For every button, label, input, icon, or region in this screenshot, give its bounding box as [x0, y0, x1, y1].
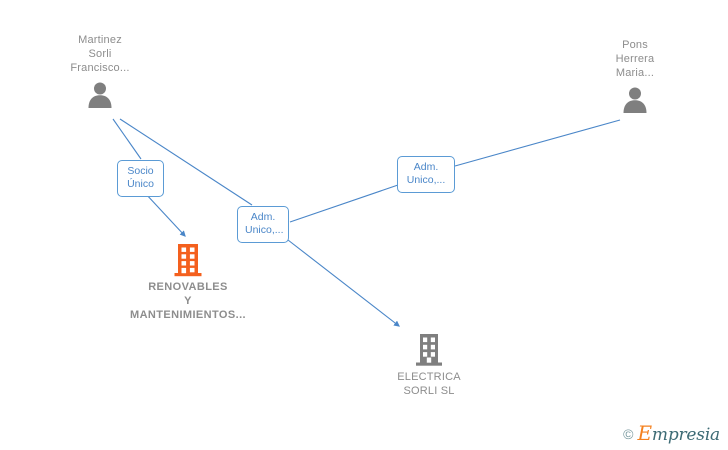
node-company-electrica[interactable]: ELECTRICA SORLI SL: [359, 333, 499, 398]
brand-rest: mpresia: [651, 425, 720, 445]
person-icon: [30, 79, 170, 109]
node-person-pons[interactable]: Pons Herrera Maria...: [565, 38, 705, 114]
node-person-martinez[interactable]: Martinez Sorli Francisco...: [30, 33, 170, 109]
relation-label-socio-unico[interactable]: Socio Único: [117, 160, 164, 197]
copyright-icon: ©: [623, 425, 634, 442]
empresia-watermark: © Empresia: [623, 423, 720, 444]
edge-adm-center-electrica: [287, 239, 400, 327]
node-caption: ELECTRICA SORLI SL: [397, 371, 461, 397]
building-icon-orange: [118, 243, 258, 277]
node-caption: RENOVABLES Y MANTENIMIENTOS...: [130, 281, 246, 321]
node-caption: Martinez Sorli Francisco...: [70, 34, 130, 74]
edge-adm-right-pons: [454, 119, 621, 167]
relation-label-adm-unico-right[interactable]: Adm. Unico,...: [397, 156, 455, 193]
edge-adm-center-adm-right: [289, 184, 399, 223]
edge-socio-renovables: [144, 192, 186, 237]
edge-martinez-socio: [112, 118, 142, 160]
node-company-renovables[interactable]: RENOVABLES Y MANTENIMIENTOS...: [118, 243, 258, 322]
brand-initial: E: [637, 421, 653, 445]
building-icon-gray: [359, 333, 499, 367]
node-caption: Pons Herrera Maria...: [615, 39, 655, 79]
relation-label-adm-unico-center[interactable]: Adm. Unico,...: [237, 206, 289, 243]
person-icon: [565, 84, 705, 114]
brand-logo: Empresia: [638, 423, 721, 444]
